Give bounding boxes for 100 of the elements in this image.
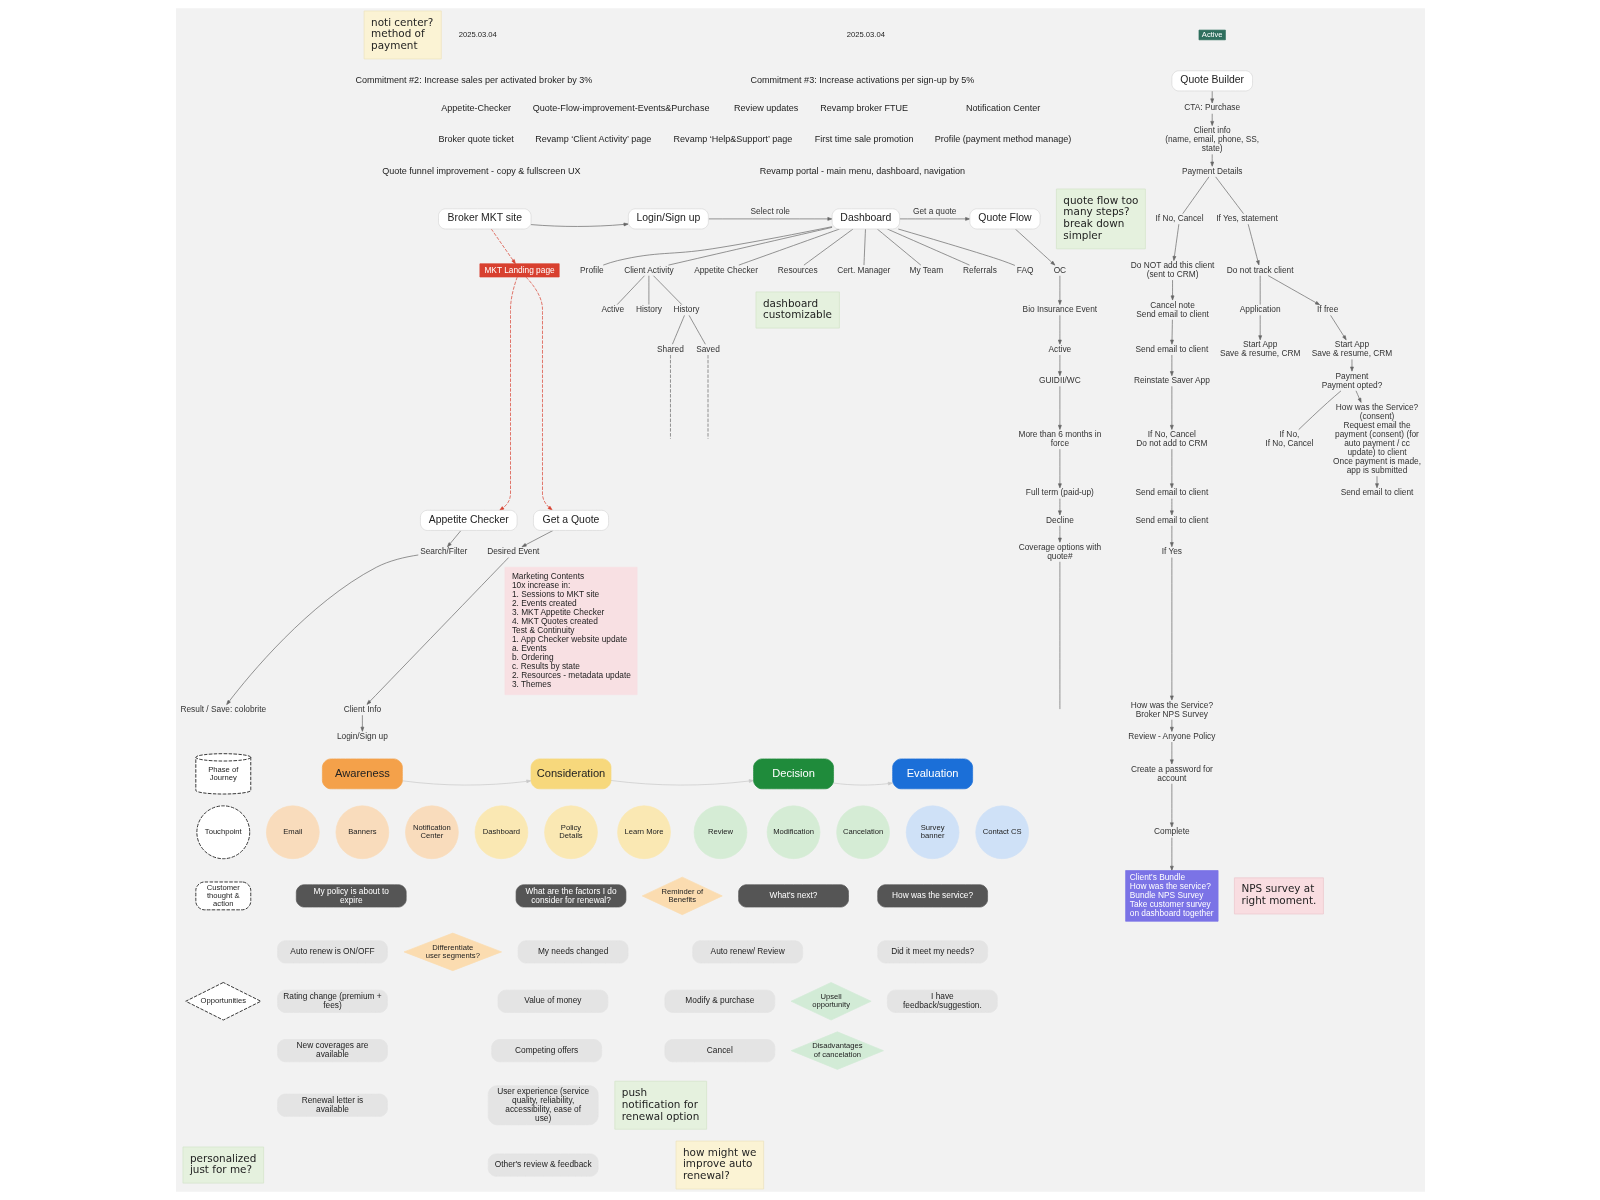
node-box: Get a Quote	[532, 509, 609, 531]
arrow	[1355, 390, 1361, 403]
node-text: Desired Event	[486, 546, 539, 557]
node-circle: Email	[265, 805, 320, 860]
arrow	[498, 276, 517, 511]
arrow	[1169, 498, 1174, 516]
arrow	[1170, 279, 1174, 301]
arrow	[898, 217, 970, 221]
arrow	[1169, 557, 1174, 701]
node-box: Active	[1198, 29, 1226, 41]
node-box: NPS survey at right moment.	[1233, 877, 1324, 915]
node-box: Login/Sign up	[627, 208, 709, 230]
node-text: Send email to client	[1340, 487, 1413, 498]
node-text: My Team	[909, 264, 943, 275]
arrow	[1169, 741, 1174, 765]
node-box: Quote Flow	[969, 208, 1040, 230]
label: Broker quote ticket	[438, 134, 514, 145]
arrow	[832, 781, 893, 786]
connector	[671, 315, 685, 345]
arrow	[490, 228, 516, 265]
node-box: Customer thought & action	[194, 881, 251, 911]
node-text: Do NOT add this client (sent to CRM)	[1130, 260, 1214, 280]
arrow	[521, 530, 553, 548]
label: 2025.03.04	[458, 29, 497, 39]
label: Revamp ‘Client Activity’ page	[534, 134, 651, 145]
label: Commitment #3: Increase activations per sign-up by 5%	[749, 75, 974, 86]
node-text: Send email to client	[1135, 343, 1208, 354]
node-text: CTA: Purchase	[1183, 102, 1240, 113]
connector	[897, 228, 1015, 266]
arrow	[225, 554, 419, 705]
arrow	[1169, 354, 1174, 377]
connector	[688, 315, 706, 345]
node-text: Full term (paid-up)	[1025, 487, 1094, 498]
node-text: How was the Service? Broker NPS Survey	[1130, 699, 1213, 719]
arrow	[530, 222, 628, 227]
node-text: Reinstate Saver App	[1133, 375, 1210, 386]
node-box: quote flow too many steps? break down simpler	[1055, 188, 1146, 250]
arrow	[1172, 223, 1179, 261]
node-box: Appetite Checker	[419, 509, 517, 531]
node-text: History	[672, 304, 699, 315]
arrow	[360, 714, 364, 732]
node-text: Payment Details	[1181, 165, 1243, 176]
arrow	[1257, 315, 1262, 341]
node-text: Start App Save & resume, CRM	[1219, 339, 1300, 359]
node-box: Broker MKT site	[437, 208, 531, 230]
arrow	[1169, 525, 1174, 548]
node-box: Marketing Contents 10x increase in: 1. Sessions to MKT site 2. Events created 3. MKT Appetite Checker 4. MKT Quotes created Test & Continuity 1. App Checker website update a. Events b. Ordering c. Results by state 2. Resources - metadata update 3. Themes	[504, 566, 637, 695]
edge-label: Get a quote	[912, 206, 956, 217]
arrow	[1209, 154, 1214, 167]
node-text: Complete	[1153, 826, 1190, 837]
node-text: Appetite Checker	[693, 264, 758, 275]
connector	[1059, 561, 1060, 710]
arrow	[1057, 498, 1062, 516]
arrow	[366, 557, 509, 705]
arrow	[1169, 448, 1174, 489]
arrow	[1267, 275, 1320, 306]
node-text: History	[635, 304, 662, 315]
node-text: Cancel note Send email to client	[1135, 299, 1209, 319]
connector	[1214, 176, 1244, 214]
node-box: Client's Bundle How was the service? Bundle NPS Survey Take customer survey on dashboard together	[1124, 870, 1218, 922]
node-box: Dashboard	[831, 208, 900, 230]
node-text: Resources	[777, 264, 818, 275]
node-text: Result / Save: colobrite	[179, 704, 266, 715]
node-text: Active	[1048, 343, 1071, 354]
label: Commitment #2: Increase sales per activated broker by 3%	[354, 75, 592, 86]
node-circle: Policy Details	[543, 805, 598, 860]
arrow	[1169, 385, 1174, 430]
arrow	[1349, 359, 1354, 372]
node-circle: Cancelation	[835, 805, 890, 860]
node-box: How was the service?	[876, 884, 988, 908]
arrow	[1057, 385, 1062, 430]
connector	[669, 354, 671, 439]
connector	[803, 228, 853, 266]
label: 2025.03.04	[846, 29, 885, 39]
connector	[1181, 176, 1209, 214]
arrow	[1169, 837, 1174, 871]
node-circle: Review	[693, 805, 747, 860]
node-text: If No, Cancel	[1154, 213, 1204, 224]
node-diamond: Reminder of Benefits	[641, 876, 723, 916]
node-circle: Modification	[766, 805, 820, 860]
label: Notification Center	[965, 102, 1040, 113]
node-text: Bio Insurance Event	[1022, 304, 1097, 315]
node-box: MKT Landing page	[479, 263, 560, 278]
node-box: dashboard customizable	[755, 291, 840, 329]
node-text: Start App Save & resume, CRM	[1311, 339, 1392, 359]
node-text: If Yes	[1161, 546, 1182, 557]
node-box: Consideration	[530, 758, 611, 790]
node-text: Search/Filter	[419, 546, 467, 557]
node-box: Quote Builder	[1171, 70, 1253, 92]
node-text: Active	[600, 304, 624, 315]
arrow	[1014, 228, 1055, 266]
arrow	[707, 217, 832, 221]
node-text: Saved	[695, 343, 720, 354]
label: Quote-Flow-improvement-Events&Purchase	[532, 102, 709, 113]
node-box: personalized just for me?	[182, 1146, 264, 1184]
connector	[876, 228, 921, 266]
connector	[886, 228, 970, 266]
arrow	[1209, 90, 1214, 104]
node-diamond: Upsell opportunity	[790, 982, 871, 1021]
connector	[667, 227, 832, 266]
